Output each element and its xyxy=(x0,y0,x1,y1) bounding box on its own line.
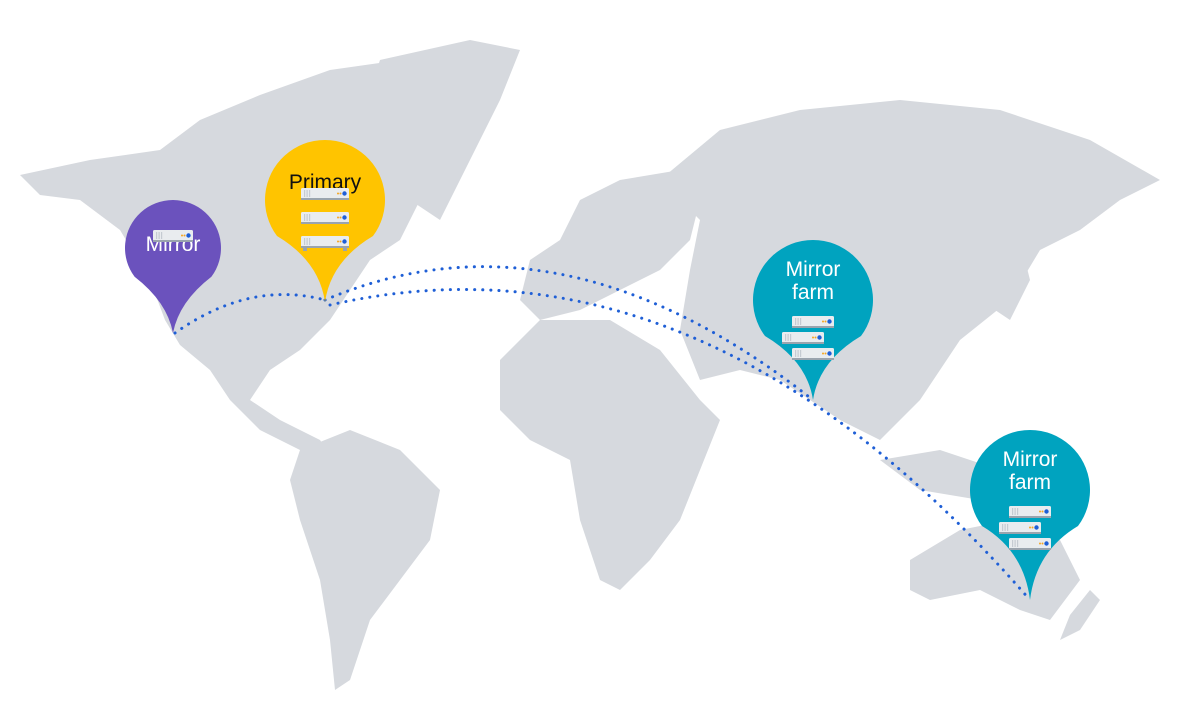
server-icon xyxy=(301,212,349,224)
pin-mirror-west: Mirror xyxy=(125,199,221,333)
routes xyxy=(173,265,1032,602)
greenland xyxy=(370,40,520,220)
server-rack-foot xyxy=(303,248,307,251)
continents xyxy=(20,40,1160,690)
route-primary-to-australia-farm xyxy=(328,288,1032,602)
new-zealand xyxy=(1060,590,1100,640)
server-icon xyxy=(1009,506,1051,518)
server-rack-foot xyxy=(343,248,347,251)
map-pin-marker xyxy=(125,199,221,333)
server-icon xyxy=(1009,538,1051,550)
pin-label: Mirror xyxy=(1003,448,1058,471)
server-icon xyxy=(153,230,193,242)
japan xyxy=(995,240,1030,320)
server-icon xyxy=(301,236,349,248)
asia xyxy=(660,100,1160,440)
server-icon xyxy=(792,348,834,360)
europe xyxy=(520,170,700,320)
server-icon xyxy=(999,522,1041,534)
pin-primary: Primary xyxy=(265,140,385,302)
south-america xyxy=(290,430,440,690)
africa xyxy=(500,320,720,590)
pin-label-line2: farm xyxy=(1009,471,1051,494)
server-icon xyxy=(792,316,834,328)
pin-label: Mirror xyxy=(786,258,841,281)
north-america xyxy=(20,60,440,455)
pin-label-line2: farm xyxy=(792,281,834,304)
server-icon xyxy=(782,332,824,344)
server-icon xyxy=(301,188,349,200)
